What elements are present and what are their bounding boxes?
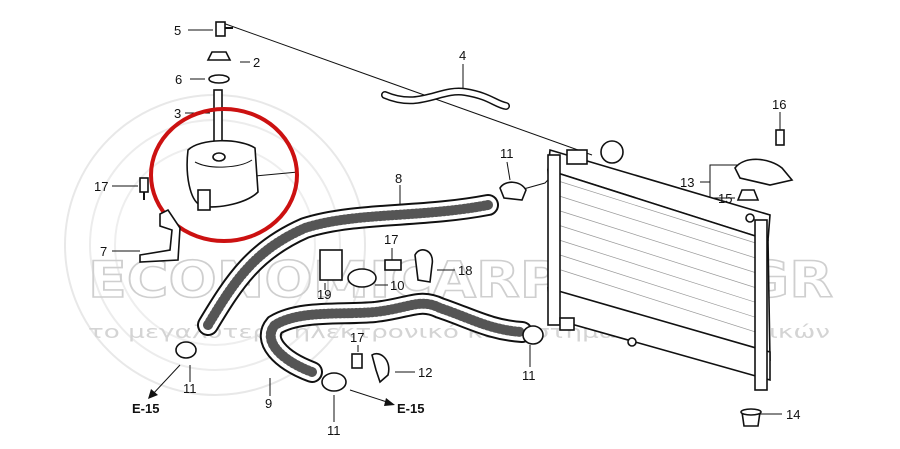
direction-label-left: E-15 [132,401,159,416]
callout-10: 10 [390,278,404,293]
callout-labels: 5 2 6 3 4 17 7 8 11 16 13 15 17 18 19 10… [94,23,800,438]
callout-14: 14 [786,407,800,422]
highlight-circle [149,107,299,243]
direction-label-right: E-15 [397,401,424,416]
callout-19: 19 [317,287,331,302]
hose-9 [259,292,533,383]
middle-fittings [319,249,434,384]
callout-2: 2 [253,55,260,70]
callout-8: 8 [395,171,402,186]
hose-8 [197,194,499,336]
callout-11-left: 11 [183,381,197,396]
callout-9: 9 [265,396,272,411]
callout-18: 18 [458,263,472,278]
cap-14 [740,408,762,427]
bracket-7 [139,177,181,263]
callout-3: 3 [174,106,181,121]
callout-15: 15 [718,191,732,206]
callout-13: 13 [680,175,694,190]
callout-6: 6 [175,72,182,87]
callout-17: 17 [94,179,108,194]
hose-4 [381,87,510,110]
callout-11-right: 11 [522,368,536,383]
direction-arrows [148,364,395,406]
direction-labels: E-15 E-15 [132,401,424,416]
radiator [547,140,771,391]
bracket-13-group [734,129,794,201]
callout-11-top: 11 [500,146,514,161]
reservoir-assembly [186,21,259,211]
callout-16: 16 [772,97,786,112]
callout-7: 7 [100,244,107,259]
callout-12: 12 [418,365,432,380]
callout-11-bottom: 11 [327,423,341,438]
callout-17-lower: 17 [350,330,364,345]
callout-5: 5 [174,23,181,38]
clamps-11 [175,181,544,392]
callout-4: 4 [459,48,466,63]
callout-17-middle: 17 [384,232,398,247]
